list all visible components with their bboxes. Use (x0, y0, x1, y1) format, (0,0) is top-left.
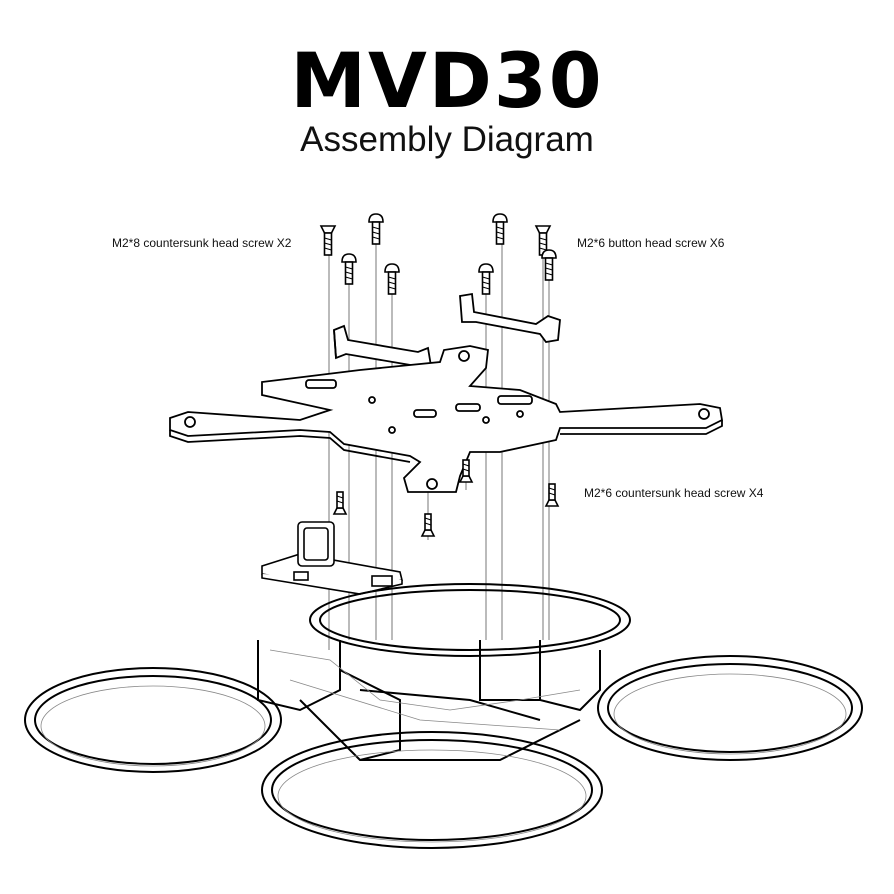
countersunk-screw-icon (333, 491, 347, 515)
diagram-title: MVD30 (290, 36, 604, 125)
button-screw-icon (478, 263, 494, 295)
countersunk-screw-icon (421, 513, 435, 537)
carbon-frame-plate (169, 345, 723, 493)
label-m2x6-button: M2*6 button head screw X6 (577, 236, 725, 250)
diagram-subtitle: Assembly Diagram (300, 120, 594, 159)
button-screw-icon (384, 263, 400, 295)
countersunk-screw-icon (545, 483, 559, 507)
camera-board (261, 521, 403, 595)
countersunk-screw-icon (320, 225, 336, 256)
duct-frame-detail (40, 649, 847, 843)
label-m2x6-countersunk: M2*6 countersunk head screw X4 (584, 486, 764, 500)
button-screw-icon (541, 249, 557, 281)
duct-frame (24, 583, 863, 849)
button-screw-icon (492, 213, 508, 245)
button-screw-icon (368, 213, 384, 245)
button-screw-icon (341, 253, 357, 285)
arm-brace-right (459, 292, 561, 343)
label-m2x8-countersunk: M2*8 countersunk head screw X2 (112, 236, 292, 250)
